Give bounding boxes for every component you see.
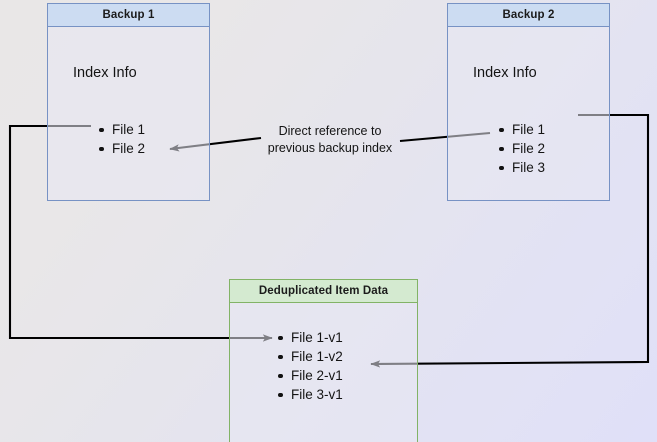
list-item: File 1 <box>497 120 545 139</box>
backup2-item-list: File 1 File 2 File 3 <box>497 120 545 177</box>
node-backup2-header: Backup 2 <box>448 4 609 27</box>
node-backup1-body: Index Info File 1 File 2 <box>48 27 209 200</box>
node-dedup-body: File 1-v1 File 1-v2 File 2-v1 File 3-v1 <box>230 303 417 442</box>
list-item: File 3 <box>497 158 545 177</box>
list-item: File 1 <box>97 120 145 139</box>
node-backup2[interactable]: Backup 2 Index Info File 1 File 2 File 3 <box>447 3 610 201</box>
backup1-item-list: File 1 File 2 <box>97 120 145 158</box>
list-item: File 1-v1 <box>276 328 343 347</box>
node-backup1[interactable]: Backup 1 Index Info File 1 File 2 <box>47 3 210 201</box>
list-item: File 2 <box>97 139 145 158</box>
node-dedup-header: Deduplicated Item Data <box>230 280 417 303</box>
node-backup1-header: Backup 1 <box>48 4 209 27</box>
node-backup2-body: Index Info File 1 File 2 File 3 <box>448 27 609 200</box>
list-item: File 3-v1 <box>276 385 343 404</box>
list-item: File 2-v1 <box>276 366 343 385</box>
list-item: File 2 <box>497 139 545 158</box>
edge-label-direct-reference: Direct reference to previous backup inde… <box>267 124 393 155</box>
backup2-index-info-label: Index Info <box>473 65 537 81</box>
backup1-index-info-label: Index Info <box>73 65 137 81</box>
list-item: File 1-v2 <box>276 347 343 366</box>
dedup-item-list: File 1-v1 File 1-v2 File 2-v1 File 3-v1 <box>276 328 343 404</box>
node-deduplicated-item-data[interactable]: Deduplicated Item Data File 1-v1 File 1-… <box>229 279 418 442</box>
